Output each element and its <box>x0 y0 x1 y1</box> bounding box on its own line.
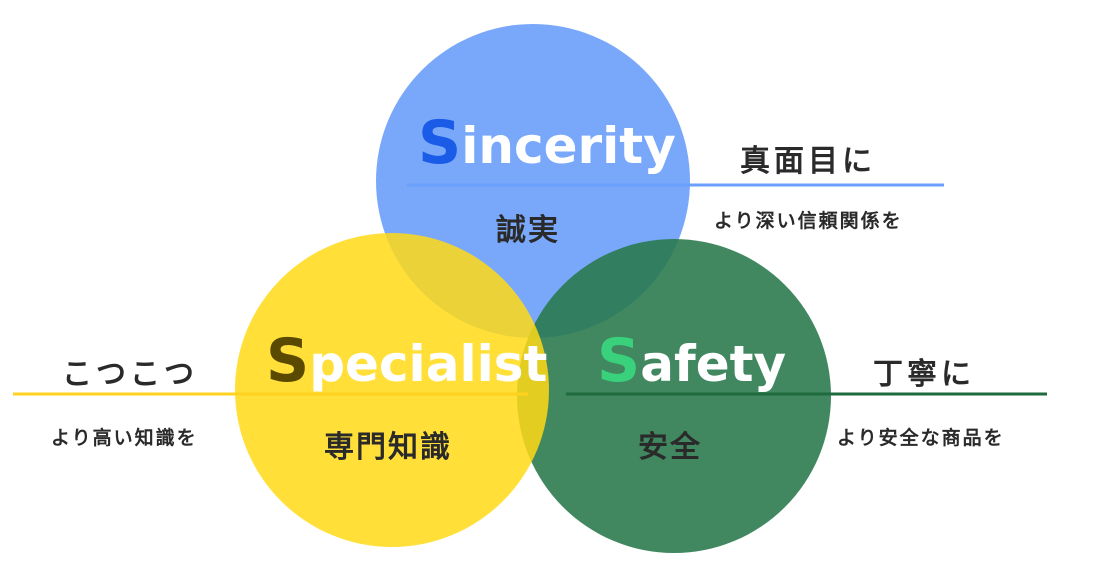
safety-subtitle: 安全 <box>638 430 702 465</box>
specialist-word: pecialist <box>309 335 548 393</box>
specialist-title: Specialist <box>266 331 547 391</box>
specialist-circle <box>235 233 549 547</box>
safety-circle <box>517 239 831 553</box>
sincerity-title: Sincerity <box>418 113 676 173</box>
sincerity-side-text: より深い信頼関係を <box>714 210 903 232</box>
safety-side-heading: 丁寧に <box>873 357 975 392</box>
sincerity-subtitle: 誠実 <box>496 213 560 248</box>
sincerity-side-heading: 真面目に <box>740 144 876 179</box>
safety-side-text: より安全な商品を <box>837 427 1005 449</box>
sincerity-initial: S <box>418 108 462 178</box>
safety-word: afety <box>640 335 787 393</box>
specialist-subtitle: 専門知識 <box>324 430 452 465</box>
specialist-side-text: より高い知識を <box>51 427 198 449</box>
safety-title: Safety <box>597 331 786 391</box>
specialist-initial: S <box>266 326 310 396</box>
sincerity-word: incerity <box>461 117 676 175</box>
safety-initial: S <box>597 326 641 396</box>
specialist-side-heading: こつこつ <box>62 357 198 392</box>
